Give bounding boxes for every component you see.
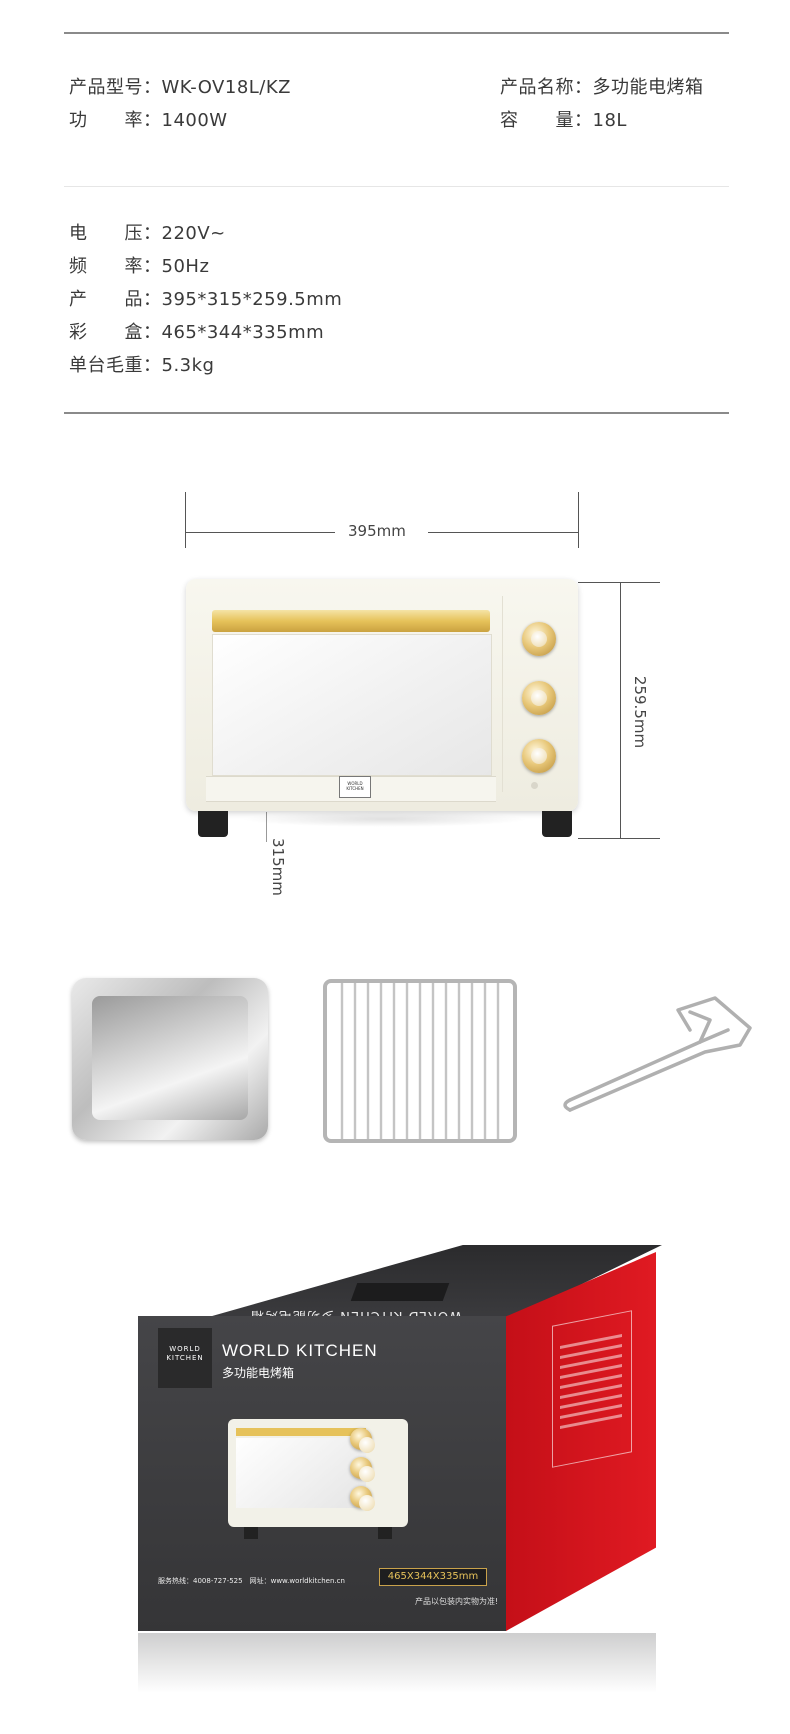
spec-name: 产品名称：多功能电烤箱 (500, 77, 704, 99)
spec-frequency-value: 50Hz (161, 256, 210, 277)
power-indicator (531, 782, 538, 789)
function-knob[interactable] (522, 681, 556, 715)
spec-weight: 单台毛重：5.3kg (69, 355, 214, 377)
spec-capacity: 容 量：18L (500, 110, 627, 132)
oven-shadow (240, 811, 530, 827)
tray-clip (563, 996, 752, 1112)
middle-divider (64, 186, 729, 187)
spec-name-label: 产品名称： (500, 77, 593, 98)
spec-frequency: 频 率：50Hz (69, 256, 209, 278)
spec-weight-label: 单台毛重： (69, 355, 162, 376)
box-front-logo: WORLD KITCHEN (158, 1328, 212, 1388)
width-dim-left-tick (185, 492, 186, 548)
box-logo-line1: WORLD (169, 1345, 201, 1353)
height-dim-top-tick (578, 582, 660, 583)
height-dim-bottom-tick (578, 838, 660, 839)
height-dim-line (620, 582, 621, 838)
box-top-slot (350, 1283, 450, 1301)
width-dim-line-right (428, 532, 578, 533)
baking-tray-inner (92, 996, 248, 1120)
spec-capacity-label: 容 量： (500, 110, 593, 131)
box-oven-knob-1 (350, 1428, 375, 1453)
box-brand: WORLD KITCHEN (222, 1341, 378, 1360)
height-dim-label: 259.5mm (631, 671, 650, 753)
spec-box-size-label: 彩 盒： (69, 322, 162, 343)
width-dim-line-left (185, 532, 335, 533)
spec-frequency-label: 频 率： (69, 256, 162, 277)
spec-model-value: WK-OV18L/KZ (161, 77, 292, 98)
box-reflection (138, 1633, 656, 1693)
oven-door-handle[interactable] (212, 610, 490, 632)
spec-product-size-label: 产 品： (69, 289, 162, 310)
box-disclaimer: 产品以包装内实物为准! (415, 1597, 499, 1606)
oven-brand-logo: WORLD KITCHEN (339, 776, 371, 798)
box-oven-knob-2 (350, 1457, 375, 1482)
spec-power: 功 率：1400W (69, 110, 228, 132)
box-hotline: 服务热线：4008-727-525 网址：www.worldkitchen.cn (158, 1577, 345, 1585)
oven-foot-right (542, 811, 572, 837)
spec-product-size: 产 品：395*315*259.5mm (69, 289, 342, 311)
spec-voltage-value: 220V~ (161, 223, 226, 244)
oven-glass-window (212, 634, 492, 776)
spec-name-value: 多功能电烤箱 (592, 77, 704, 98)
oven-control-panel (502, 596, 567, 792)
box-oven-window (236, 1438, 366, 1508)
box-oven-handle (236, 1428, 366, 1436)
spec-box-size: 彩 盒：465*344*335mm (69, 322, 324, 344)
oven-logo-line1: WORLD (347, 781, 363, 786)
oven-logo-line2: KITCHEN (346, 786, 364, 791)
spec-power-label: 功 率： (69, 110, 162, 131)
temperature-knob[interactable] (522, 622, 556, 656)
depth-dim-label: 315mm (269, 838, 287, 896)
spec-bottom-divider (64, 412, 729, 414)
depth-dim-line (266, 812, 267, 842)
spec-product-size-value: 395*315*259.5mm (161, 289, 343, 310)
spec-weight-value: 5.3kg (161, 355, 215, 376)
top-divider (64, 32, 729, 34)
box-oven-foot-right (378, 1527, 392, 1539)
width-dim-label: 395mm (348, 522, 406, 540)
spec-voltage: 电 压：220V~ (69, 223, 226, 245)
wire-rack (323, 979, 517, 1143)
spec-capacity-value: 18L (592, 110, 627, 131)
spec-box-size-value: 465*344*335mm (161, 322, 325, 343)
spec-power-value: 1400W (161, 110, 228, 131)
spec-model-label: 产品型号： (69, 77, 162, 98)
timer-knob[interactable] (522, 739, 556, 773)
box-product-name: 多功能电烤箱 (222, 1366, 295, 1380)
box-oven-foot-left (244, 1527, 258, 1539)
box-size-tag: 465X344X335mm (379, 1568, 487, 1586)
spec-model: 产品型号：WK-OV18L/KZ (69, 77, 291, 99)
box-logo-line2: KITCHEN (166, 1354, 204, 1362)
width-dim-right-tick (578, 492, 579, 548)
oven-foot-left (198, 811, 228, 837)
spec-voltage-label: 电 压： (69, 223, 162, 244)
box-oven-knob-3 (350, 1486, 375, 1511)
